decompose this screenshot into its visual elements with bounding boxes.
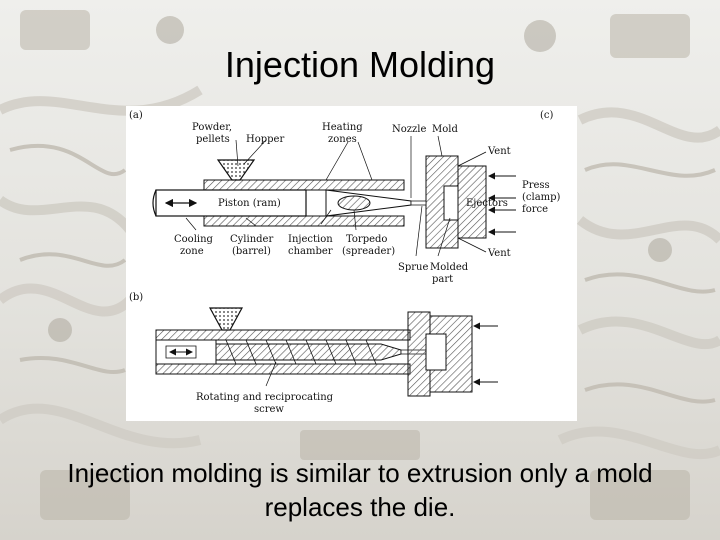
label-cooling: Cooling [174,234,214,245]
label-injection: Injection [288,234,333,245]
label-sprue: Sprue [398,262,428,273]
screw-machine: Rotating and reciprocating screw [156,308,498,415]
label-piston: Piston (ram) [218,198,281,209]
diagram-drawing: (a) (b) (c) [126,106,577,421]
label-pellets: pellets [196,134,230,145]
label-cylinder: Cylinder [230,234,273,245]
slide-title: Injection Molding [0,44,720,86]
label-spreader: (spreader) [342,246,395,257]
label-mold: Mold [432,124,458,135]
label-nozzle: Nozzle [392,124,427,135]
label-rotating: Rotating and reciprocating [196,392,334,403]
panel-c-label: (c) [540,110,554,121]
label-ejectors: Ejectors [466,198,508,209]
panel-b-label: (b) [129,292,143,303]
panel-a-label: (a) [129,110,143,121]
label-zones: zones [328,134,357,145]
label-press: Press [522,180,550,191]
label-screw: screw [254,404,284,415]
slide-caption: Injection molding is similar to extrusio… [30,456,690,524]
label-barrel: (barrel) [232,246,271,257]
label-powder: Powder, [192,122,232,133]
label-heating: Heating [322,122,363,133]
label-force: force [522,204,548,215]
plunger-machine: Powder, pellets Hopper Heating zones Noz… [153,122,561,285]
label-molded: Molded [430,262,469,273]
label-vent-top: Vent [487,146,511,157]
label-part: part [432,274,453,285]
label-clamp: (clamp) [522,192,561,203]
label-cooling-zone: zone [180,246,204,257]
label-torpedo: Torpedo [346,234,387,245]
label-vent-bottom: Vent [487,248,511,259]
label-chamber: chamber [288,246,333,257]
injection-molding-diagram: (a) (b) (c) [126,106,577,421]
label-hopper: Hopper [246,134,284,145]
